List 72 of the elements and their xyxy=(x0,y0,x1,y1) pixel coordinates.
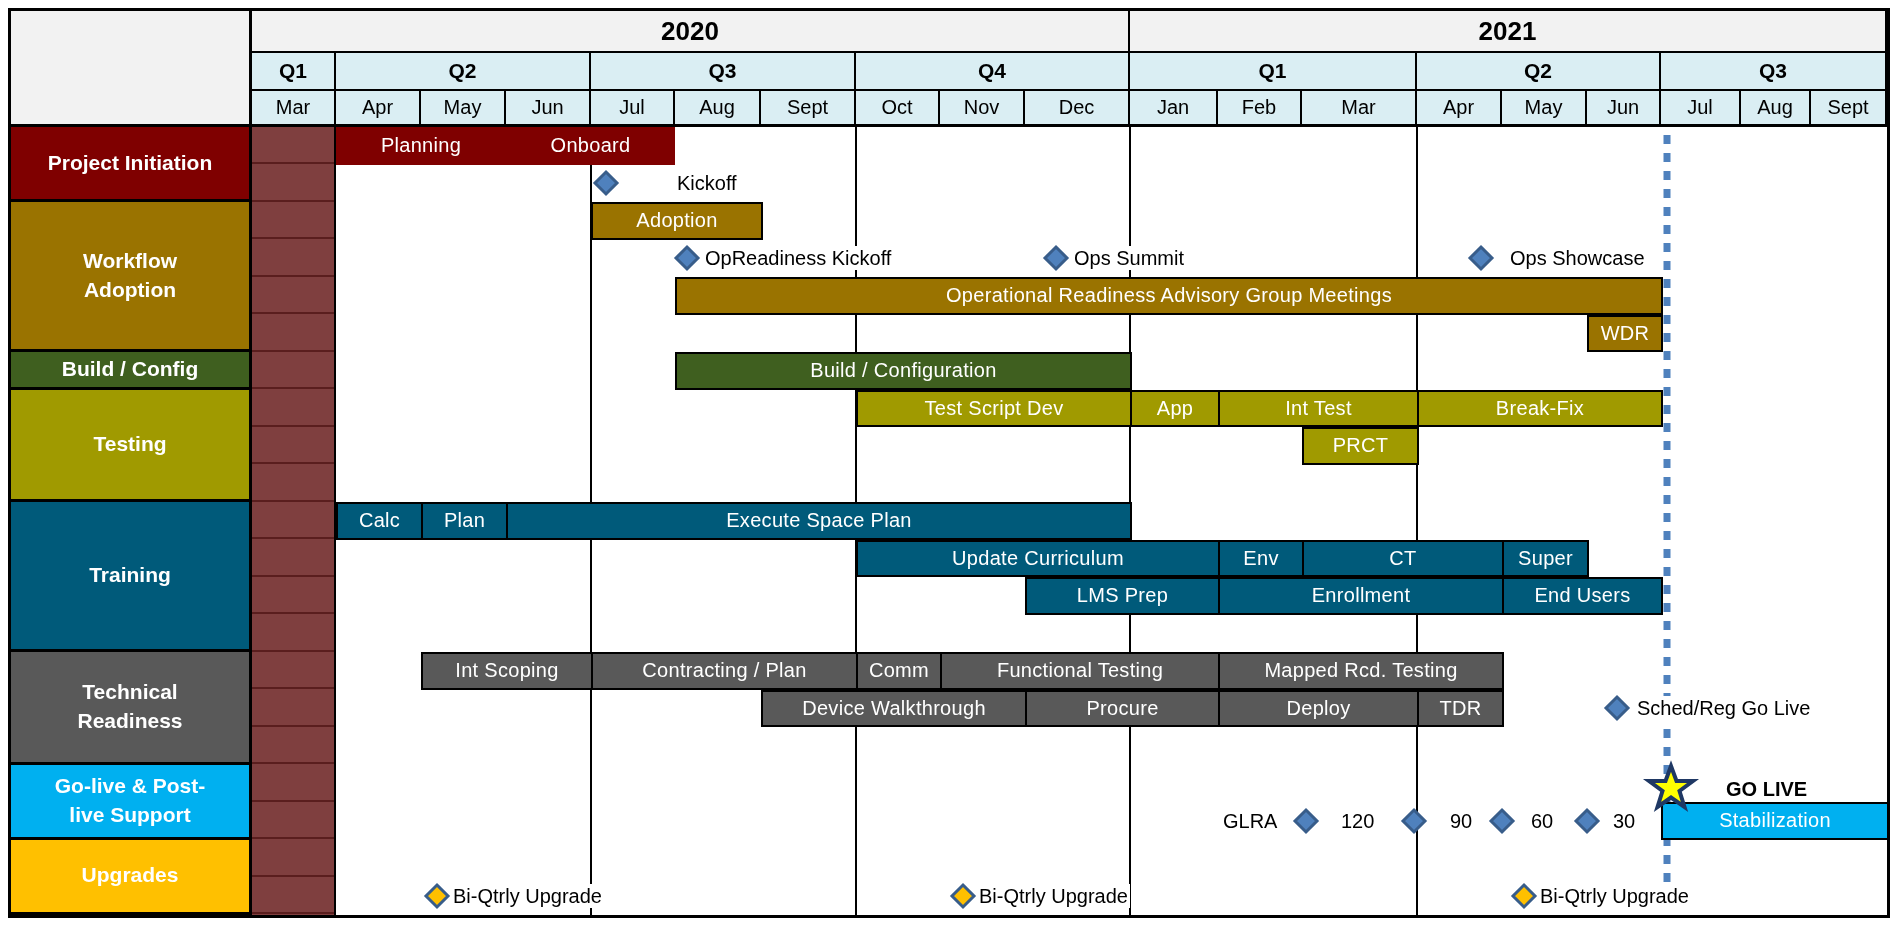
month-header: Jan xyxy=(1130,91,1218,127)
task-bar: Mapped Rcd. Testing xyxy=(1218,652,1504,690)
task-bar: Functional Testing xyxy=(940,652,1220,690)
category-box: Project Initiation xyxy=(11,127,252,202)
task-bar: Planning xyxy=(336,127,506,165)
task-bar: Plan xyxy=(421,502,508,540)
month-header: May xyxy=(421,91,506,127)
task-bar: Super xyxy=(1502,539,1589,577)
task-bar: Contracting / Plan xyxy=(591,652,858,690)
milestone-label: Bi-Qtrly Upgrade xyxy=(977,883,1130,908)
task-bar: Procure xyxy=(1025,689,1220,727)
month-header: Oct xyxy=(856,91,940,127)
quarter-header: Q1 xyxy=(252,53,336,91)
year-header: 2021 xyxy=(1130,11,1887,53)
task-bar: Env xyxy=(1218,539,1304,577)
month-header: Jun xyxy=(1587,91,1661,127)
task-bar: Calc xyxy=(336,502,423,540)
task-bar: Build / Configuration xyxy=(675,352,1132,390)
month-header: Jul xyxy=(1661,91,1741,127)
quarter-header: Q1 xyxy=(1130,53,1417,91)
month-header: Mar xyxy=(1302,91,1417,127)
category-box: Build / Config xyxy=(11,352,252,390)
quarter-header: Q2 xyxy=(1417,53,1661,91)
month-header: Mar xyxy=(252,91,336,127)
category-box: Upgrades xyxy=(11,839,252,915)
task-bar: PRCT xyxy=(1302,427,1419,465)
task-bar: Int Scoping xyxy=(421,652,593,690)
task-bar: TDR xyxy=(1417,689,1504,727)
task-bar: Comm xyxy=(856,652,942,690)
quarter-header: Q2 xyxy=(336,53,591,91)
month-header: Sept xyxy=(761,91,856,127)
category-box: Testing xyxy=(11,389,252,502)
month-header: May xyxy=(1502,91,1587,127)
task-bar: Test Script Dev xyxy=(856,389,1132,427)
task-bar: Stabilization xyxy=(1661,802,1887,840)
task-bar: Adoption xyxy=(591,202,763,240)
task-bar: Onboard xyxy=(506,127,675,165)
task-bar: Deploy xyxy=(1218,689,1419,727)
month-header: Apr xyxy=(336,91,421,127)
category-box: Go-live & Post-live Support xyxy=(11,764,252,840)
task-bar: CT xyxy=(1302,539,1504,577)
quarter-header: Q3 xyxy=(591,53,856,91)
month-header: Aug xyxy=(675,91,761,127)
category-box: Technical Readiness xyxy=(11,652,252,765)
month-header: Feb xyxy=(1218,91,1302,127)
category-box: Training xyxy=(11,502,252,652)
month-header: Jul xyxy=(591,91,675,127)
milestone-label: OpReadiness Kickoff xyxy=(703,246,894,271)
task-bar: Execute Space Plan xyxy=(506,502,1132,540)
month-header: Dec xyxy=(1025,91,1130,127)
month-header: Nov xyxy=(940,91,1025,127)
year-header: 2020 xyxy=(252,11,1130,53)
task-bar: App xyxy=(1130,389,1220,427)
task-bar: Break-Fix xyxy=(1417,389,1663,427)
month-header: Sept xyxy=(1811,91,1887,127)
task-bar: WDR xyxy=(1587,314,1663,352)
month-header: Jun xyxy=(506,91,591,127)
quarter-header: Q4 xyxy=(856,53,1130,91)
milestone-label: Sched/Reg Go Live xyxy=(1635,696,1813,721)
month-header: Apr xyxy=(1417,91,1502,127)
task-bar: Enrollment xyxy=(1218,577,1504,615)
month-header: Aug xyxy=(1741,91,1811,127)
task-bar: LMS Prep xyxy=(1025,577,1220,615)
quarter-header: Q3 xyxy=(1661,53,1887,91)
task-bar: Int Test xyxy=(1218,389,1419,427)
task-bar: End Users xyxy=(1502,577,1663,615)
milestone-label: Ops Summit xyxy=(1072,246,1187,271)
task-bar: Device Walkthrough xyxy=(761,689,1027,727)
milestone-label: Bi-Qtrly Upgrade xyxy=(451,883,604,908)
task-bar: Update Curriculum xyxy=(856,539,1220,577)
category-box: Workflow Adoption xyxy=(11,202,252,352)
task-bar: Operational Readiness Advisory Group Meetings xyxy=(675,277,1663,315)
